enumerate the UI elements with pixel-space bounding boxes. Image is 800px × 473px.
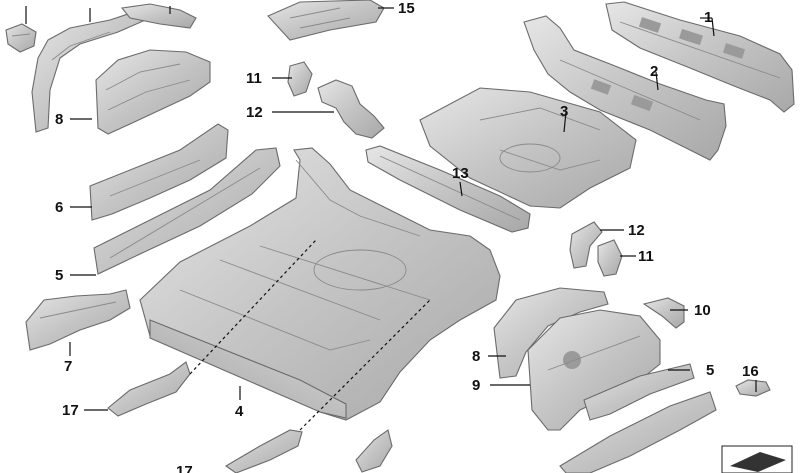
callout-11-upper: 11 — [246, 70, 262, 87]
leader-lines — [25, 6, 757, 431]
callout-13: 13 — [452, 165, 469, 182]
callout-7: 7 — [64, 358, 72, 375]
callout-4: 4 — [235, 403, 244, 420]
part-6-side-member-right — [559, 391, 717, 473]
callout-1: 1 — [704, 9, 712, 26]
part-6-side-member — [89, 123, 229, 221]
callout-6: 6 — [55, 199, 63, 216]
part-11-bracket-upper — [287, 61, 313, 97]
part-15-top-panel — [267, 0, 385, 41]
part-3-floor-panel — [419, 87, 637, 209]
callout-16: 16 — [742, 363, 759, 380]
part-wheelhouse-strip-top-left — [31, 9, 152, 133]
part-7-bracket — [25, 289, 131, 351]
callout-12-right: 12 — [628, 222, 645, 239]
callout-5-left: 5 — [55, 267, 63, 284]
callout-15: 15 — [398, 0, 415, 17]
part-11-bracket-right — [597, 239, 623, 277]
callout-17-bottom: 17 — [176, 463, 193, 473]
callout-11-right: 11 — [638, 248, 654, 265]
part-8-wheel-arch-left — [95, 49, 211, 135]
part-5-rail-left — [93, 147, 281, 275]
part-12-support-upper — [317, 79, 385, 139]
callout-8-left: 8 — [55, 111, 63, 128]
part-bracket-top — [120, 3, 197, 29]
callout-8-right: 8 — [472, 348, 480, 365]
callout-12-upper: 12 — [246, 104, 263, 121]
part-1-rear-panel — [605, 1, 795, 113]
callout-3: 3 — [560, 103, 568, 120]
part-9-wheelhouse — [527, 309, 661, 431]
part-5-rail-right — [583, 363, 695, 421]
part-12-bracket-right — [569, 221, 603, 269]
part-10-bracket — [642, 297, 685, 329]
corner-logo-icon — [721, 445, 793, 473]
part-bracket-top-left — [5, 23, 37, 53]
part-2-cross-member — [523, 15, 727, 161]
part-8-wheel-arch-right — [493, 287, 609, 379]
callout-9: 9 — [472, 377, 480, 394]
part-bracket-bottom-center — [355, 429, 393, 473]
callout-10: 10 — [694, 302, 711, 319]
part-16-clip — [735, 379, 771, 397]
part-main-floor-assembly — [139, 147, 501, 421]
callout-labels: 1 2 3 4 5 5 6 7 8 8 9 10 11 11 12 12 13 … — [55, 0, 759, 473]
part-17-bracket-lower — [107, 361, 191, 417]
callout-5-right: 5 — [706, 362, 714, 379]
callout-17-left: 17 — [62, 402, 79, 419]
callout-2: 2 — [650, 63, 658, 80]
part-17-bracket-bottom — [224, 429, 303, 473]
part-13-rail — [365, 145, 531, 233]
